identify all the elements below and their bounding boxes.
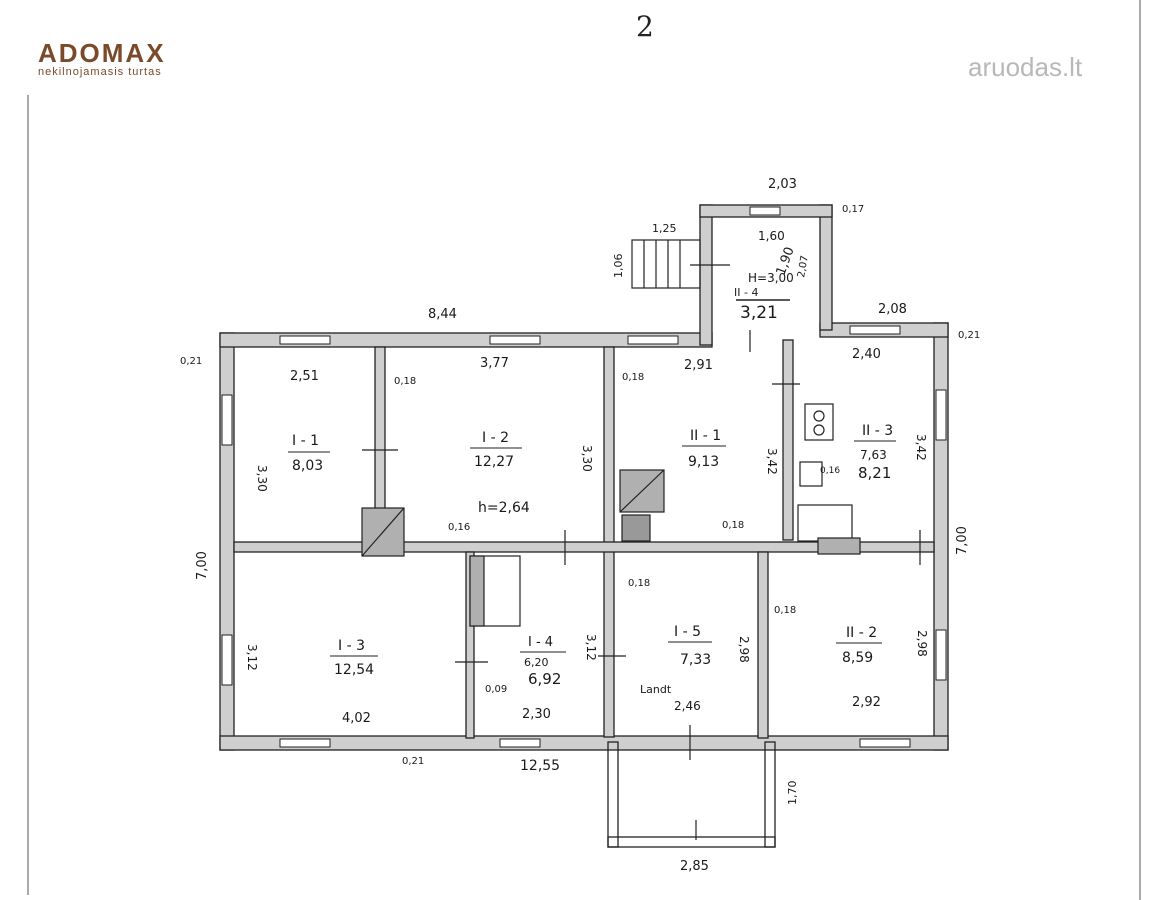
room-ii4-width: 1,60 bbox=[758, 229, 785, 243]
dim-annex-right-top: 2,08 bbox=[878, 302, 907, 317]
wall-t11: 0,17 bbox=[842, 204, 864, 215]
dim-porch-width: 2,85 bbox=[680, 859, 709, 874]
room-i5-id: I - 5 bbox=[674, 624, 701, 640]
room-i2-height: 3,30 bbox=[580, 445, 594, 472]
room-i4-area: 6,92 bbox=[528, 670, 561, 688]
dimension-labels: 8,44 12,55 7,00 7,00 2,03 2,08 2,85 1,70… bbox=[180, 177, 980, 874]
room-ii3-id: II - 3 bbox=[862, 423, 893, 439]
room-i4-width: 2,30 bbox=[522, 707, 551, 722]
wall-t9: 0,21 bbox=[402, 756, 424, 767]
room-i3-width: 4,02 bbox=[342, 711, 371, 726]
brand-logo: ADOMAX bbox=[38, 38, 166, 68]
dim-stair-width: 1,25 bbox=[652, 222, 677, 235]
dim-overall-left: 7,00 bbox=[195, 551, 210, 580]
room-ii2-id: II - 2 bbox=[846, 625, 877, 641]
room-i1-width: 2,51 bbox=[290, 369, 319, 384]
room-ii3-area-old: 7,63 bbox=[860, 448, 887, 462]
room-ii1-height: 3,42 bbox=[765, 448, 779, 475]
wall-t7: 0,18 bbox=[774, 605, 796, 616]
dim-overall-right: 7,00 bbox=[955, 526, 970, 555]
wall-t6: 0,18 bbox=[628, 578, 650, 589]
room-i4-area-old: 6,20 bbox=[524, 656, 549, 669]
dim-porch-depth: 1,70 bbox=[786, 781, 799, 806]
room-i5-width: 2,46 bbox=[674, 699, 701, 713]
room-i1-id: I - 1 bbox=[292, 433, 319, 449]
room-ii3-width: 2,40 bbox=[852, 347, 881, 362]
dim-overall-bottom: 12,55 bbox=[520, 758, 560, 774]
page-number: 2 bbox=[636, 10, 654, 43]
room-ii3-area: 8,21 bbox=[858, 464, 891, 482]
room-i5-area: 7,33 bbox=[680, 652, 711, 668]
room-i5-note: Landt bbox=[640, 683, 672, 696]
room-i3-id: I - 3 bbox=[338, 638, 365, 654]
room-ii1-width: 2,91 bbox=[684, 358, 713, 373]
room-i5-height: 2,98 bbox=[737, 636, 751, 663]
wall-t3: 0,18 bbox=[622, 372, 644, 383]
dim-overall-top: 8,44 bbox=[428, 307, 457, 322]
room-i1-area: 8,03 bbox=[292, 458, 323, 474]
room-i3-height: 3,12 bbox=[245, 644, 259, 671]
room-ii2-width: 2,92 bbox=[852, 695, 881, 710]
dim-stair-depth: 1,06 bbox=[612, 254, 625, 279]
room-ii2-area: 8,59 bbox=[842, 650, 873, 666]
wall-t12: 0,16 bbox=[820, 466, 840, 476]
stoves bbox=[361, 403, 861, 627]
room-i2-width: 3,77 bbox=[480, 356, 509, 371]
room-ii1-id: II - 1 bbox=[690, 428, 721, 444]
room-i4-height: 3,12 bbox=[584, 634, 598, 661]
wall-t10: 0,21 bbox=[958, 330, 980, 341]
wall-t4: 0,16 bbox=[448, 522, 470, 533]
room-ii4-extra: 2,07 bbox=[796, 255, 811, 279]
door-marks bbox=[362, 264, 921, 840]
wall-t1: 0,21 bbox=[180, 356, 202, 367]
room-i1-height: 3,30 bbox=[255, 465, 269, 492]
room-i3-area: 12,54 bbox=[334, 662, 374, 678]
room-ii4-ceiling: H=3,00 bbox=[748, 271, 794, 285]
windows bbox=[221, 206, 947, 748]
dim-annex-top: 2,03 bbox=[768, 177, 797, 192]
room-i2-id: I - 2 bbox=[482, 430, 509, 446]
room-ii2-height: 2,98 bbox=[915, 630, 929, 657]
wall-t8: 0,09 bbox=[485, 684, 507, 695]
brand-tagline: nekilnojamasis turtas bbox=[38, 66, 162, 78]
room-i2-ceiling: h=2,64 bbox=[478, 500, 530, 516]
wall-t2: 0,18 bbox=[394, 376, 416, 387]
room-ii1-area: 9,13 bbox=[688, 454, 719, 470]
room-ii4-area: 3,21 bbox=[740, 303, 778, 323]
room-i4-id: I - 4 bbox=[528, 635, 553, 650]
room-i2-area: 12,27 bbox=[474, 454, 514, 470]
wall-t5: 0,18 bbox=[722, 520, 744, 531]
room-ii4-id: II - 4 bbox=[734, 286, 758, 299]
watermark: aruodas.lt bbox=[968, 52, 1083, 82]
room-ii3-height: 3,42 bbox=[914, 434, 928, 461]
entrance-stairs bbox=[631, 239, 701, 289]
